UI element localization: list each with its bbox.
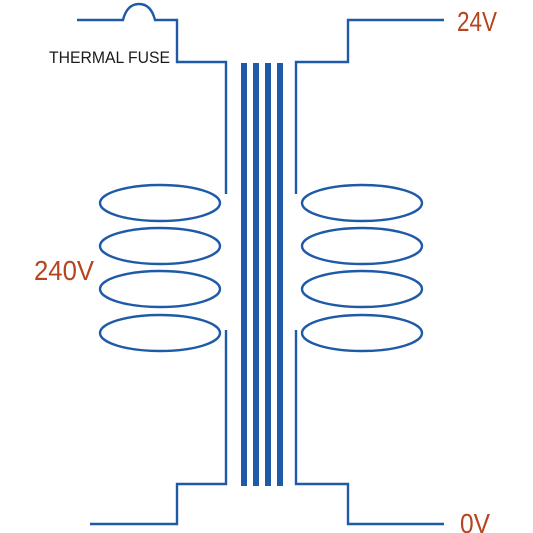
core-lamination: [265, 63, 271, 486]
secondary-coil-turn: [300, 313, 424, 353]
core-lamination: [241, 63, 247, 486]
primary-winding: [98, 183, 222, 353]
primary-coil-turn: [98, 183, 222, 223]
secondary-winding: [300, 183, 424, 353]
secondary-coil-turn: [300, 183, 424, 223]
core-lamination: [253, 63, 259, 486]
primary-voltage-label: 240V: [34, 255, 94, 286]
primary-coil-turn: [98, 226, 222, 266]
secondary-coil-turn: [300, 269, 424, 309]
primary-coil-turn: [98, 269, 222, 309]
secondary-top-voltage-label: 24V: [457, 6, 497, 37]
iron-core: [241, 63, 283, 486]
secondary-coil-turn: [300, 226, 424, 266]
primary-bottom-wire: [90, 330, 228, 526]
primary-coil-turn: [98, 313, 222, 353]
thermal-fuse-label: THERMAL FUSE: [49, 48, 170, 67]
secondary-bottom-wire: [294, 330, 444, 526]
primary-top-wire: [77, 2, 228, 194]
core-lamination: [277, 63, 283, 486]
secondary-bottom-voltage-label: 0V: [460, 508, 490, 533]
secondary-top-wire: [294, 18, 444, 194]
